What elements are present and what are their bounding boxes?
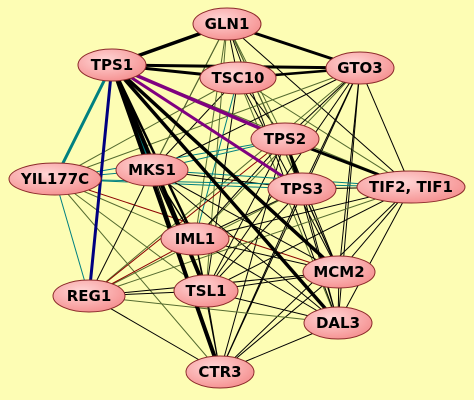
- node-iml1[interactable]: IML1: [160, 222, 230, 256]
- node-tps2[interactable]: TPS2: [250, 122, 320, 156]
- edge-gto3-reg1: [88, 67, 361, 297]
- edge-tif2-reg1: [88, 186, 412, 297]
- node-shape: [77, 48, 147, 82]
- edge-tsc10-tif2: [237, 77, 412, 188]
- edge-gln1-tps3: [226, 23, 303, 190]
- edge-mks1-dal3: [151, 169, 339, 324]
- edge-yil177c-tsl1: [54, 178, 207, 292]
- node-gto3[interactable]: GTO3: [325, 51, 395, 85]
- edge-yil177c-reg1: [54, 178, 90, 297]
- node-label: TIF2, TIF1: [369, 178, 453, 196]
- node-label: MCM2: [313, 263, 364, 281]
- edge-tps2-dal3: [284, 138, 339, 324]
- node-tif2[interactable]: TIF2, TIF1: [356, 170, 466, 204]
- node-mcm2[interactable]: MCM2: [302, 255, 376, 289]
- node-label: CTR3: [198, 363, 241, 381]
- edge-reg1-dal3: [88, 295, 339, 324]
- edge-gto3-mks1: [151, 67, 361, 171]
- node-label: TPS1: [91, 56, 133, 74]
- node-tps1[interactable]: TPS1: [77, 48, 147, 82]
- edge-yil177c-tif2: [54, 178, 412, 188]
- node-label: TSC10: [212, 69, 265, 87]
- edge-tps2-reg1: [88, 138, 286, 297]
- node-shape: [267, 172, 337, 206]
- node-label: GTO3: [337, 59, 382, 77]
- node-label: YIL177C: [20, 170, 89, 188]
- edge-mcm2-ctr3: [219, 271, 340, 373]
- edge-tif2-dal3: [337, 186, 412, 324]
- node-tps3[interactable]: TPS3: [267, 172, 337, 206]
- node-shape: [173, 274, 239, 308]
- node-shape: [192, 7, 262, 41]
- node-shape: [115, 153, 189, 187]
- node-shape: [199, 61, 277, 95]
- node-shape: [52, 279, 126, 313]
- node-label: GLN1: [205, 15, 250, 33]
- node-shape: [250, 122, 320, 156]
- node-label: IML1: [175, 230, 216, 248]
- node-label: DAL3: [316, 314, 360, 332]
- edge-tsc10-yil177c: [54, 77, 239, 180]
- edge-yil177c-ctr3: [54, 178, 221, 373]
- edge-tps3-ctr3: [219, 188, 303, 373]
- edge-mks1-mcm2: [151, 169, 340, 273]
- node-mks1[interactable]: MKS1: [115, 153, 189, 187]
- edge-gto3-ctr3: [219, 67, 361, 373]
- edge-gto3-yil177c: [54, 67, 361, 180]
- edge-tps1-tps2: [110, 63, 287, 141]
- edge-iml1-dal3: [194, 238, 339, 324]
- node-ctr3[interactable]: CTR3: [185, 355, 255, 389]
- edge-tif2-tsl1: [205, 186, 412, 292]
- node-shape: [325, 51, 395, 85]
- edge-mks1-reg1: [88, 169, 153, 297]
- edge-tps1-tps3: [110, 63, 304, 191]
- node-shape: [303, 306, 373, 340]
- edge-tps1-yil177c: [53, 63, 114, 181]
- edge-gln1-tif2: [226, 23, 412, 188]
- edge-tps1-mcm2: [110, 63, 341, 274]
- edge-gto3-mcm2: [338, 67, 361, 273]
- node-reg1[interactable]: REG1: [52, 279, 126, 313]
- edge-gln1-iml1: [194, 23, 228, 240]
- node-label: TPS2: [264, 130, 306, 148]
- node-label: MKS1: [128, 161, 176, 179]
- node-label: TSL1: [185, 282, 226, 300]
- node-shape: [356, 170, 466, 204]
- node-shape: [302, 255, 376, 289]
- node-shape: [160, 222, 230, 256]
- edge-tps1-ctr3: [110, 63, 222, 374]
- node-shape: [8, 162, 102, 196]
- edge-tps1-dal3: [110, 63, 340, 325]
- node-yil177c[interactable]: YIL177C: [8, 162, 102, 196]
- node-label: TPS3: [281, 180, 323, 198]
- node-tsc10[interactable]: TSC10: [199, 61, 277, 95]
- edge-gto3-tif2: [359, 67, 412, 188]
- edge-tps2-iml1: [194, 138, 286, 240]
- node-gln1[interactable]: GLN1: [192, 7, 262, 41]
- node-shape: [185, 355, 255, 389]
- node-tsl1[interactable]: TSL1: [173, 274, 239, 308]
- node-dal3[interactable]: DAL3: [303, 306, 373, 340]
- node-label: REG1: [67, 287, 112, 305]
